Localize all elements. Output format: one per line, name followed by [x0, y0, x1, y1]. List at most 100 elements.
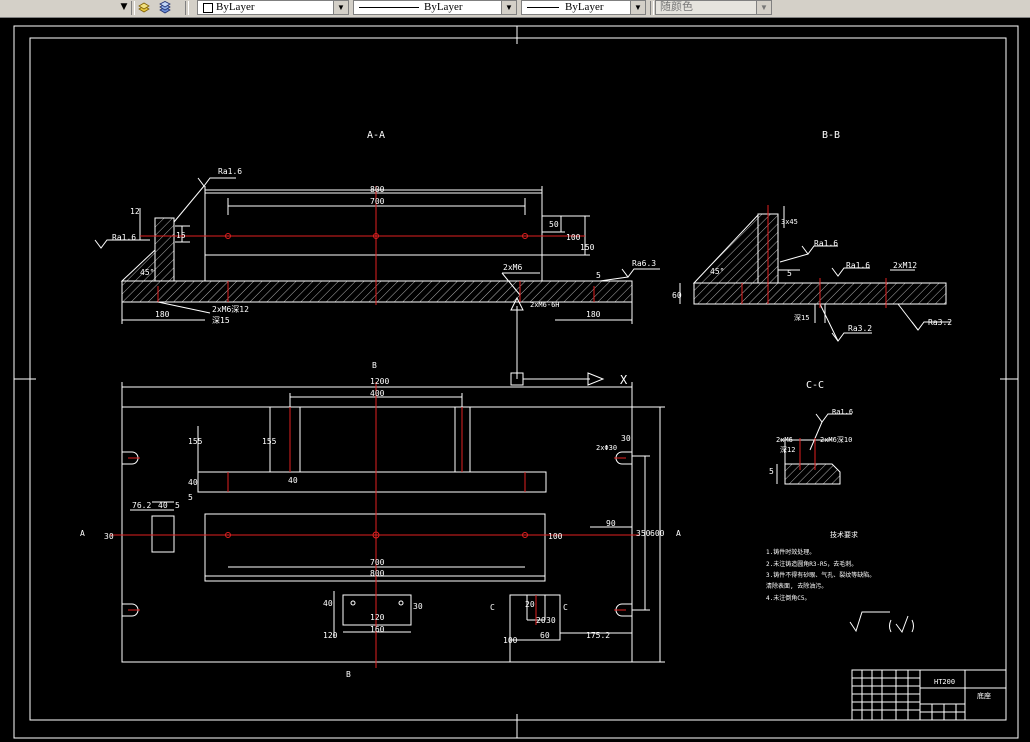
dim-plan-600: 600 — [650, 529, 665, 538]
section-marker-b-top: B — [372, 361, 377, 370]
roughness-bb-4: Ra3.2 — [928, 318, 952, 327]
dim-bb-45: 45° — [710, 267, 724, 276]
dim-aa-100: 100 — [566, 233, 581, 242]
section-aa-label: A-A — [367, 130, 385, 141]
dim-plan-100b: 100 — [503, 636, 518, 645]
thread-aa-1: 2xM6 — [503, 263, 522, 272]
dim-plan-hole: 2xΦ30 — [596, 444, 617, 452]
properties-toolbar: ▼ ByLayer ▼ ByLayer ▼ ByLayer ▼ 随颜色 ▼ — [0, 0, 1030, 18]
toolbar-separator — [131, 1, 135, 15]
roughness-bb-1: Ra1.6 — [814, 239, 838, 248]
section-aa: A-A — [94, 130, 660, 325]
linetype-value: ByLayer — [424, 1, 463, 13]
dim-cc-5: 5 — [769, 467, 774, 476]
note-item: 清除表面, 去除油污。 — [766, 582, 827, 590]
dim-aa-700: 700 — [370, 197, 385, 206]
toolbar-separator — [185, 1, 189, 15]
dim-bb-30: 3x45 — [781, 218, 798, 226]
plan-view: 1200 400 155 155 40 40 5 5 76.2 40 30 30… — [80, 361, 681, 679]
dim-plan-20b: 20 — [525, 600, 535, 609]
dim-bb-60: 60 — [672, 291, 682, 300]
ucs-icon: X — [510, 296, 628, 387]
color-swatch-icon — [203, 3, 213, 13]
linetype-control[interactable]: ByLayer ▼ — [353, 0, 517, 15]
dim-plan-30d: 30 — [546, 616, 556, 625]
section-marker-b-bottom: B — [346, 670, 351, 679]
title-block-name: 底座 — [977, 691, 991, 700]
dim-plan-5a: 5 — [188, 493, 193, 502]
lineweight-value: ByLayer — [565, 1, 604, 13]
chevron-down-icon[interactable]: ▼ — [501, 1, 516, 14]
dim-aa-800: 800 — [370, 185, 385, 194]
thread-cc-2: 2xM6深10 — [820, 435, 852, 444]
title-block — [851, 669, 1007, 721]
dim-aa-15: 15 — [176, 231, 186, 240]
dim-plan-40c: 40 — [158, 501, 168, 510]
chevron-down-icon[interactable]: ▼ — [630, 1, 645, 14]
dim-plan-60: 60 — [540, 631, 550, 640]
thread-bb: 2xM12 — [893, 261, 917, 270]
color-value: ByLayer — [216, 1, 255, 13]
roughness-cc: Ra1.6 — [832, 408, 853, 416]
layer-previous-icon[interactable] — [158, 1, 172, 14]
layer-state-icon[interactable] — [137, 1, 151, 14]
dim-aa-150: 150 — [580, 243, 595, 252]
chevron-down-icon[interactable]: ▼ — [120, 2, 128, 12]
plotstyle-value: 随颜色 — [660, 1, 693, 13]
dim-plan-160: 160 — [370, 625, 385, 634]
dim-plan-40b: 40 — [288, 476, 298, 485]
lineweight-sample — [527, 7, 559, 8]
linetype-sample — [359, 7, 419, 8]
section-cc-label: C-C — [806, 380, 824, 391]
thread-aa-2: 2xM6-6H — [530, 301, 560, 309]
dim-bb-5: 5 — [787, 269, 792, 278]
note-item: 3.铸件不得有砂眼、气孔、裂纹等缺陷。 — [766, 571, 875, 579]
section-marker-c-left: C — [490, 603, 495, 612]
note-item: 2.未注铸造圆角R3-R5，去毛刺。 — [766, 560, 857, 568]
dim-plan-30b: 30 — [621, 434, 631, 443]
thread-cc-1: 2xM6 — [776, 436, 793, 444]
note-bb: 深15 — [794, 313, 809, 322]
dim-plan-175: 175.2 — [586, 631, 610, 640]
dim-aa-12: 12 — [130, 207, 140, 216]
roughness-aa-1: Ra1.6 — [218, 167, 242, 176]
drawing-canvas[interactable]: A-A — [0, 18, 1030, 742]
dim-plan-40d: 40 — [323, 599, 333, 608]
roughness-aa-2: Ra1.6 — [112, 233, 136, 242]
section-marker-c-right: C — [563, 603, 568, 612]
chevron-down-icon[interactable]: ▼ — [756, 1, 771, 14]
dim-plan-155a: 155 — [188, 437, 203, 446]
dim-plan-800: 800 — [370, 569, 385, 578]
ucs-x-label: X — [620, 373, 628, 387]
chevron-down-icon[interactable]: ▼ — [333, 1, 348, 14]
dim-plan-120: 120 — [370, 613, 385, 622]
dim-plan-30c: 30 — [413, 602, 423, 611]
color-control[interactable]: ByLayer ▼ — [197, 0, 349, 15]
roughness-bb-3: Ra3.2 — [848, 324, 872, 333]
dim-plan-20: 20 — [536, 616, 546, 625]
plotstyle-control[interactable]: 随颜色 ▼ — [655, 0, 772, 15]
dim-plan-1200: 1200 — [370, 377, 389, 386]
roughness-aa-3: Ra6.3 — [632, 259, 656, 268]
dim-plan-350: 350 — [636, 529, 651, 538]
dim-plan-400: 400 — [370, 389, 385, 398]
note-aa-2: 深15 — [212, 316, 230, 325]
dim-aa-45: 45° — [140, 268, 154, 277]
dim-plan-155b: 155 — [262, 437, 277, 446]
dim-plan-100: 100 — [548, 532, 563, 541]
dim-plan-700: 700 — [370, 558, 385, 567]
title-block-material: HT200 — [934, 678, 955, 686]
toolbar-separator — [650, 1, 654, 15]
dim-aa-50: 50 — [549, 220, 559, 229]
dim-aa-180-right: 180 — [586, 310, 601, 319]
section-bb: B-B 45° 60 5 — [672, 130, 952, 342]
dim-plan-76: 76.2 — [132, 501, 151, 510]
note-item: 1.铸件时效处理。 — [766, 548, 815, 556]
section-cc: C-C Ra1.6 2xM6 2xM6深10 深12 5 — [769, 380, 853, 485]
dim-aa-180-left: 180 — [155, 310, 170, 319]
section-bb-label: B-B — [822, 130, 840, 141]
thread-cc-3: 深12 — [780, 445, 795, 454]
general-roughness-symbol — [849, 611, 914, 634]
note-item: 4.未注倒角C5。 — [766, 594, 810, 602]
lineweight-control[interactable]: ByLayer ▼ — [521, 0, 646, 15]
